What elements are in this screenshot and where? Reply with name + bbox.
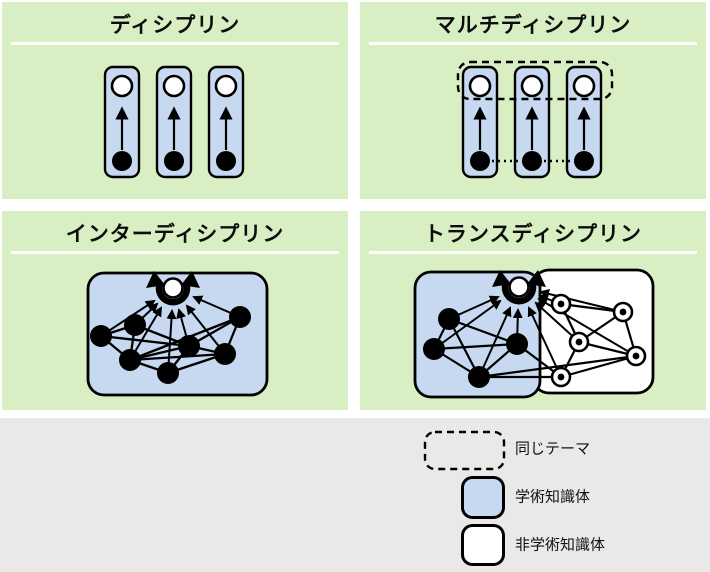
same-theme-box — [456, 60, 614, 101]
discipline-node-icon — [119, 349, 141, 371]
interdiscipline-diagram — [86, 271, 269, 397]
title-divider — [369, 251, 697, 254]
discipline-node-icon — [178, 335, 200, 357]
title-divider — [11, 251, 339, 254]
panel-title-multidiscipline: マルチディシプリン — [434, 14, 632, 37]
bullseye-node-icon — [550, 293, 572, 315]
discipline-nodes — [90, 306, 251, 384]
panel-discipline: ディシプリン — [2, 2, 348, 199]
discipline-node-icon — [90, 325, 112, 347]
multidiscipline-diagram — [456, 60, 614, 179]
legend-label-same-theme: 同じテーマ — [515, 440, 591, 458]
legend: ディシプリン(学問分野) アカデミア以外の参加者 研究プロジェクトの目標 目標に… — [0, 418, 710, 572]
panel-title-discipline: ディシプリン — [109, 14, 241, 37]
title-divider — [11, 42, 339, 45]
goal-node-icon — [508, 276, 530, 298]
goal-node-icon — [110, 74, 134, 98]
discipline-node-icon — [216, 151, 236, 171]
legend-label-non-academic-body: 非学術知識体 — [515, 536, 606, 554]
academic-body-box — [413, 270, 542, 399]
discipline-node-icon — [124, 314, 146, 336]
convergence-crown — [146, 271, 200, 306]
panel-interdiscipline: インターディシプリン — [2, 211, 348, 410]
title-divider — [369, 42, 697, 45]
panel-multidiscipline: マルチディシプリン — [360, 2, 706, 199]
goal-node-icon — [520, 74, 544, 98]
dashed-box-icon — [423, 430, 506, 471]
panel-transdiscipline: トランスディシプリン — [360, 211, 706, 410]
discipline-node-icon — [574, 151, 594, 171]
discipline-node-icon — [214, 343, 236, 365]
discipline-node-icon — [438, 308, 460, 330]
bullseye-node-icon — [625, 345, 647, 367]
legend-label-academic-body: 学術知識体 — [515, 488, 591, 506]
bullseye-node-icon — [550, 366, 572, 388]
bullseye-node-icon — [568, 331, 590, 353]
transdiscipline-diagram — [413, 268, 655, 399]
discipline-node-icon — [112, 151, 132, 171]
non-academic-nodes — [550, 293, 647, 388]
non-academic-box-icon — [460, 523, 506, 567]
discipline-node-icon — [157, 362, 179, 384]
discipline-node-icon — [522, 151, 542, 171]
goal-node-icon — [162, 277, 184, 299]
discipline-node-icon — [470, 151, 490, 171]
academic-box-icon — [460, 475, 506, 520]
discipline-node-icon — [164, 151, 184, 171]
discipline-node-icon — [506, 333, 528, 355]
discipline-node-icon — [229, 306, 251, 328]
goal-node-icon — [214, 74, 238, 98]
discipline-channels — [103, 65, 245, 179]
goal-node-icon — [572, 74, 596, 98]
convergence-crown — [492, 270, 546, 305]
discipline-node-icon — [423, 338, 445, 360]
discipline-nodes — [423, 308, 528, 388]
panel-title-interdiscipline: インターディシプリン — [65, 223, 285, 246]
nodes — [468, 74, 596, 171]
panel-title-transdiscipline: トランスディシプリン — [423, 223, 643, 246]
discipline-diagram — [103, 65, 245, 179]
goal-node-icon — [162, 74, 186, 98]
goal-node-icon — [468, 74, 492, 98]
multidiscipline-channels — [461, 65, 603, 179]
discipline-node-icon — [468, 366, 490, 388]
bullseye-node-icon — [612, 301, 634, 323]
